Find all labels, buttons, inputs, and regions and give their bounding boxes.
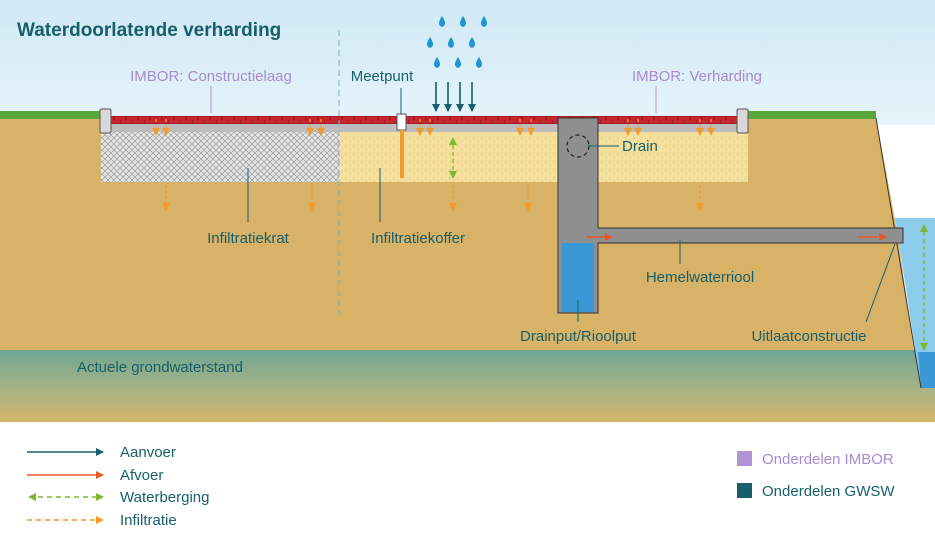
legend-gwsw-label: Onderdelen GWSW [762, 483, 895, 500]
label-grondwaterstand: Actuele grondwaterstand [77, 359, 243, 376]
label-drain: Drain [622, 138, 658, 155]
legend-gwsw-swatch [737, 483, 752, 498]
legend-afvoer-label: Afvoer [120, 467, 163, 484]
kerb-right [736, 108, 749, 134]
label-constructielaag: IMBOR: Constructielaag [130, 68, 292, 85]
label-infiltratiekrat: Infiltratiekrat [207, 230, 290, 247]
legend-flows: Aanvoer Afvoer Waterberging Infiltratie [27, 444, 210, 529]
legend-imbor-swatch [737, 451, 752, 466]
supply-arrows [432, 82, 476, 112]
imbor-leader-lines [210, 86, 657, 113]
meetpunt-cap [396, 113, 407, 131]
legend-parts: Onderdelen IMBOR Onderdelen GWSW [737, 451, 895, 500]
legend-infiltratie-label: Infiltratie [120, 512, 177, 529]
permeable-paving [108, 116, 740, 124]
infiltration-koffer [339, 131, 748, 182]
label-infiltratiekoffer: Infiltratiekoffer [371, 230, 465, 247]
label-drainput: Drainput/Rioolput [520, 328, 637, 345]
rain-drops-icon [427, 16, 487, 68]
gravel-bed [108, 124, 740, 132]
legend-imbor-label: Onderdelen IMBOR [762, 451, 894, 468]
infiltration-crate [101, 131, 339, 182]
sky [0, 0, 935, 125]
meetpunt-tube [400, 130, 404, 178]
grass-left [0, 111, 102, 119]
soil [0, 118, 935, 422]
leader-lines [247, 88, 896, 323]
groundwater-zone [0, 350, 935, 422]
ditch-water-deep [918, 352, 935, 388]
kerb-left [99, 108, 112, 134]
label-verharding: IMBOR: Verharding [632, 68, 762, 85]
grass-right [746, 111, 876, 119]
legend-waterberging-label: Waterberging [120, 489, 210, 506]
legend-aanvoer-label: Aanvoer [120, 444, 176, 461]
diagram-title: Waterdoorlatende verharding [17, 20, 281, 41]
infiltration-arrows [152, 119, 715, 211]
label-meetpunt: Meetpunt [351, 68, 414, 85]
ditch-slope [875, 117, 922, 389]
label-uitlaatconstructie: Uitlaatconstructie [751, 328, 866, 345]
label-hemelwaterriool: Hemelwaterriool [646, 269, 754, 286]
